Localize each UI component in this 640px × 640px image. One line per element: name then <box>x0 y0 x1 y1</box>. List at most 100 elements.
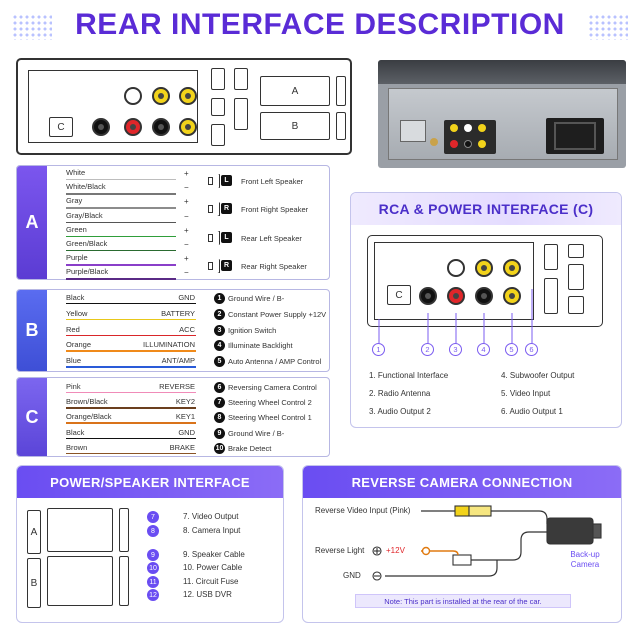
rca-yellow-jack <box>503 287 521 305</box>
desc-number: 4 <box>214 340 225 352</box>
rca-item: 6. Audio Output 1 <box>501 407 563 416</box>
wire-name: Black <box>66 427 85 437</box>
polarity-sign: + <box>184 169 189 178</box>
rca-yellow-jack <box>179 118 197 136</box>
section-a-tag: A <box>17 166 47 279</box>
wire-function: GND <box>178 293 195 302</box>
power-item-label: 7. Video Output <box>183 512 239 521</box>
polarity-sign: + <box>184 197 189 207</box>
wire-line <box>66 452 196 455</box>
rca-white-jack <box>447 259 465 277</box>
rca-yellow-jack <box>503 259 521 277</box>
power-item-label: 11. Circuit Fuse <box>183 577 239 586</box>
connector-slot <box>568 264 584 290</box>
desc-text: Illuminate Backlight <box>228 341 293 351</box>
rca-white-jack <box>124 87 142 105</box>
wire-line <box>66 250 176 252</box>
plus-12v-label: +12V <box>386 546 405 555</box>
speaker-body <box>208 205 213 214</box>
wire-name: Green/Black <box>66 239 108 248</box>
speaker-body <box>208 177 213 185</box>
speaker-icon: R <box>208 259 232 274</box>
wire-line <box>66 318 196 321</box>
camera-card-title: REVERSE CAMERA CONNECTION <box>303 466 621 498</box>
wire-line <box>66 207 176 209</box>
desc-number: 7 <box>214 397 225 409</box>
power-item-number: 8 <box>147 525 159 537</box>
speaker-label: Rear Left Speaker <box>241 233 302 243</box>
polarity-sign: − <box>184 211 189 221</box>
rca-black-jack <box>419 287 437 305</box>
rca-number: 4 <box>477 343 490 356</box>
decor-dots-right <box>588 14 628 40</box>
iso-connector-a: A <box>260 76 330 106</box>
desc-text: Constant Power Supply +12V <box>228 309 327 319</box>
desc-text: Ground Wire / B- <box>228 294 285 303</box>
desc-number: 8 <box>214 412 225 424</box>
wire-name: Blue <box>66 356 82 366</box>
wire-line <box>66 221 176 223</box>
speaker-cone <box>213 202 220 217</box>
rca-red-jack <box>124 118 142 136</box>
wire-line <box>66 392 196 394</box>
reverse-light-label: Reverse Light <box>315 546 365 555</box>
wire-name: Pink <box>66 382 81 391</box>
power-item-number: 11 <box>147 576 159 588</box>
c-port: C <box>49 117 73 137</box>
speaker-icon: L <box>208 174 232 188</box>
wire-line <box>66 437 196 439</box>
connector-slot <box>234 98 248 130</box>
polarity-sign: + <box>184 225 189 235</box>
speaker-icon: L <box>208 230 232 245</box>
c-port: C <box>387 285 411 305</box>
power-item-number: 7 <box>147 511 159 523</box>
wire-line <box>66 303 196 305</box>
connector-slot <box>336 76 346 106</box>
speaker-cone <box>213 259 220 274</box>
connector-slot <box>544 278 558 314</box>
head-unit-image <box>378 60 626 168</box>
power-item-label: 8. Camera Input <box>183 526 241 535</box>
desc-text: Steering Wheel Control 2 <box>228 398 312 408</box>
rca-number: 6 <box>525 343 538 356</box>
rca-number: 1 <box>372 343 385 356</box>
desc-text: Ignition Switch <box>228 325 277 335</box>
connector-slot <box>211 98 225 116</box>
wire-function: GND <box>178 427 195 437</box>
installation-note: Note: This part is installed at the rear… <box>355 594 571 608</box>
rca-yellow-jack <box>179 87 197 105</box>
desc-number: 9 <box>214 427 225 439</box>
rca-red-jack <box>447 287 465 305</box>
power-item-number: 12 <box>147 589 159 601</box>
rear-connector-panel: C A B <box>16 58 352 155</box>
rca-yellow-jack <box>475 259 493 277</box>
speaker-side-badge: R <box>221 260 232 272</box>
rca-item: 2. Radio Antenna <box>369 389 431 398</box>
power-item-label: 12. USB DVR <box>183 590 232 599</box>
wire-name: Yellow <box>66 308 88 318</box>
rca-yellow-jack <box>152 87 170 105</box>
wire-name: Orange/Black <box>66 412 112 422</box>
desc-text: Reversing Camera Control <box>228 383 317 392</box>
connector-slot <box>211 124 225 146</box>
c-port-box: C <box>28 70 198 143</box>
wire-line <box>66 407 196 409</box>
wire-name: Black <box>66 293 85 302</box>
connector-slot <box>119 556 129 606</box>
speaker-body <box>208 262 213 271</box>
desc-number: 3 <box>214 324 225 336</box>
wire-function: KEY2 <box>175 397 195 407</box>
iso-connector-b-side: B <box>27 558 41 608</box>
wire-name: Red <box>66 324 80 334</box>
wire-line <box>66 350 196 352</box>
wire-name: Purple/Black <box>66 267 109 277</box>
wire-name: White/Black <box>66 182 106 192</box>
wire-name: Purple <box>66 253 88 263</box>
section-c-control-wires: C <box>16 377 330 457</box>
camera-wiring <box>372 505 602 581</box>
speaker-label: Rear Right Speaker <box>241 262 307 272</box>
desc-text: Brake Detect <box>228 443 272 453</box>
wire-line <box>66 193 176 195</box>
